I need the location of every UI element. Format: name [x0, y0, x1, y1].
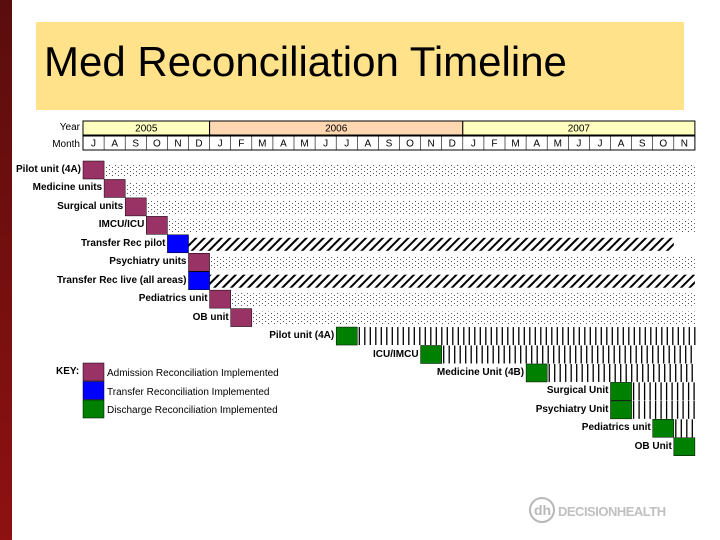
- decisionhealth-logo: dh DECISIONHEALTH: [528, 494, 698, 528]
- month-row: [82, 135, 696, 151]
- milestone-admission: [82, 160, 105, 180]
- slide-title: Med Reconciliation Timeline: [44, 38, 567, 85]
- logo-text: DECISIONHEALTH: [558, 504, 666, 519]
- month-text: M: [258, 139, 266, 150]
- milestone-discharge: [610, 400, 632, 420]
- milestone-discharge: [673, 437, 696, 456]
- row-label: Medicine Unit (4B): [436, 366, 525, 378]
- milestone-admission: [103, 179, 126, 198]
- month-text: M: [511, 139, 519, 150]
- row-label: Pilot unit (4A): [269, 330, 335, 342]
- milestone-discharge: [610, 382, 632, 401]
- milestone-admission: [230, 308, 253, 327]
- month-text: D: [195, 139, 202, 150]
- milestone-transfer: [188, 271, 210, 290]
- month-text: J: [576, 139, 581, 150]
- month-text: A: [533, 139, 540, 150]
- row-label: Surgical Unit: [546, 385, 609, 397]
- key-title: KEY:: [56, 366, 80, 377]
- row-label: OB unit: [192, 311, 229, 323]
- month-text: M: [554, 139, 562, 150]
- month-text: A: [618, 139, 625, 150]
- month-text: J: [597, 139, 602, 150]
- row-label: Transfer Rec pilot: [80, 237, 166, 249]
- month-text: F: [491, 139, 497, 150]
- row-label: IMCU/ICU: [98, 219, 145, 231]
- month-text: J: [218, 139, 223, 150]
- row-trail-dots: [104, 164, 695, 177]
- row-trail-hatch: [188, 237, 674, 251]
- month-text: A: [111, 139, 118, 150]
- month-text: J: [471, 139, 476, 150]
- milestone-discharge: [652, 419, 675, 438]
- month-text: S: [132, 139, 139, 150]
- row-trail-dots: [167, 219, 695, 233]
- month-label: Month: [52, 139, 80, 150]
- row-label: Psychiatry Unit: [535, 403, 609, 415]
- milestone-transfer: [167, 234, 189, 254]
- year-cell: [462, 120, 696, 136]
- month-text: N: [428, 139, 435, 150]
- key-item-label: Admission Reconciliation Implemented: [107, 368, 279, 379]
- key-item-label: Transfer Reconciliation Implemented: [107, 386, 270, 398]
- month-text: O: [659, 139, 667, 150]
- row-label: ICU/IMCU: [373, 348, 419, 360]
- row-label: Surgical units: [57, 200, 124, 212]
- row-label: Transfer Rec live (all areas): [56, 274, 187, 286]
- year-text: 2005: [135, 124, 158, 135]
- month-text: A: [280, 139, 287, 150]
- key-swatch-discharge: [82, 399, 105, 419]
- row-label: OB Unit: [634, 440, 672, 452]
- year-text: 2006: [325, 124, 348, 135]
- row-trail-hatch: [209, 274, 695, 288]
- month-text: J: [344, 139, 349, 150]
- month-text: S: [639, 139, 646, 150]
- row-trail-dots: [230, 293, 695, 307]
- row-trail-dots: [209, 256, 695, 270]
- month-text: N: [681, 139, 688, 150]
- key-swatch-transfer: [82, 381, 105, 400]
- key-item-label: Discharge Reconciliation Implemented: [107, 405, 278, 416]
- title-banner: Med Reconciliation Timeline: [36, 22, 684, 110]
- row-label: Medicine units: [32, 182, 103, 194]
- row-label: Pilot unit (4A): [16, 164, 81, 175]
- row-trail-dots: [146, 200, 695, 214]
- month-text: M: [300, 139, 308, 150]
- month-text: S: [386, 139, 393, 150]
- year-text: 2007: [568, 124, 591, 135]
- svg-text:dh: dh: [534, 502, 551, 518]
- row-trail-dots: [125, 182, 695, 196]
- side-accent-bar: [0, 0, 12, 540]
- row-label: Pediatrics unit: [138, 293, 208, 305]
- logo-mark-icon: dh: [529, 497, 555, 523]
- milestone-discharge: [335, 326, 358, 346]
- month-text: N: [174, 139, 181, 150]
- month-text: J: [91, 139, 96, 150]
- milestone-admission: [209, 289, 231, 309]
- year-label: Year: [59, 122, 80, 133]
- milestone-discharge: [420, 345, 442, 364]
- milestone-admission: [146, 216, 168, 235]
- month-text: J: [323, 139, 328, 150]
- milestone-discharge: [525, 363, 548, 383]
- month-text: F: [238, 139, 244, 150]
- row-trail-dots: [251, 311, 695, 325]
- milestone-admission: [188, 253, 210, 272]
- row-label: Pediatrics unit: [581, 422, 651, 434]
- milestone-admission: [124, 197, 147, 217]
- month-text: D: [449, 139, 456, 150]
- row-label: Psychiatry units: [109, 256, 187, 268]
- key-swatch-admission: [82, 362, 105, 382]
- month-text: O: [406, 139, 414, 150]
- month-text: A: [365, 139, 372, 150]
- month-text: O: [153, 139, 161, 150]
